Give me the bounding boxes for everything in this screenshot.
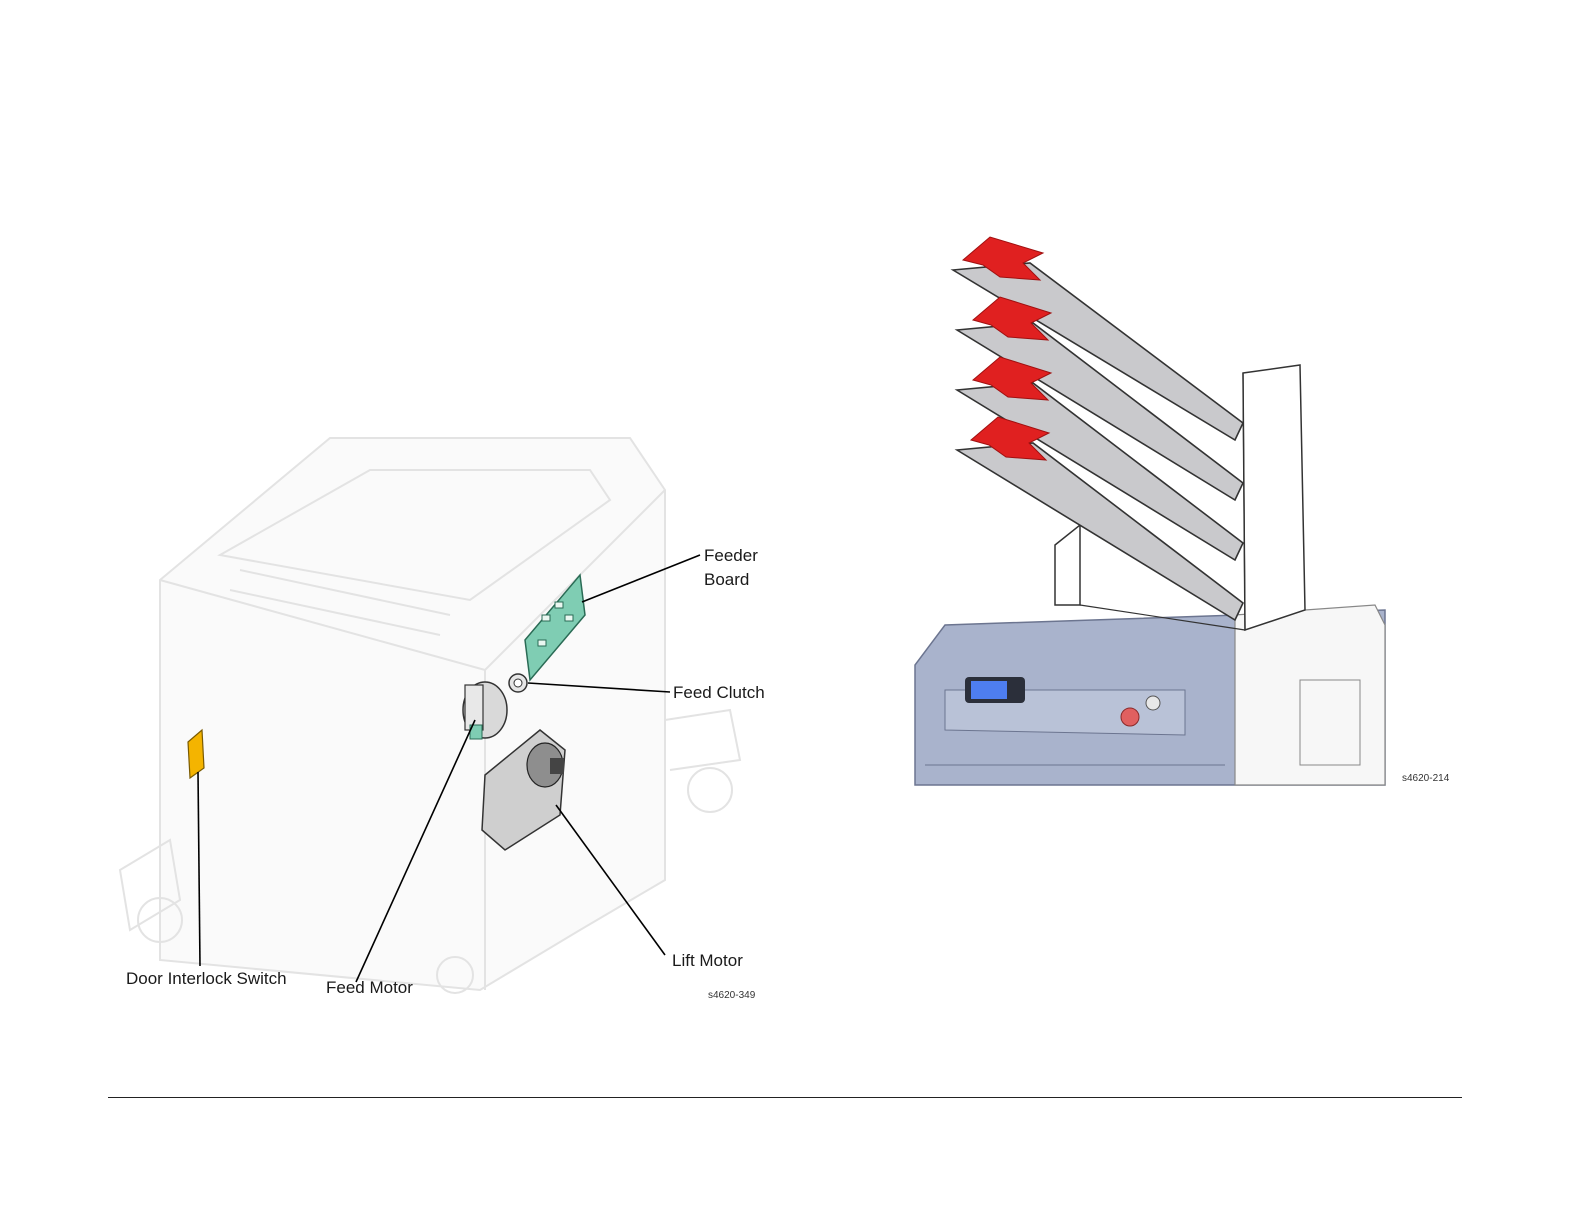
mailbox-trays-svg: s4620-214 [905, 225, 1465, 800]
label-feeder-board-line2: Board [704, 570, 749, 589]
label-lift-motor: Lift Motor [672, 951, 743, 970]
feeder-cabinet-outline [120, 438, 740, 993]
printer-body [915, 605, 1385, 785]
footer-rule [108, 1097, 1462, 1098]
mailbox-trays-diagram: s4620-214 [905, 225, 1465, 800]
label-feed-motor: Feed Motor [326, 978, 413, 997]
feeder-parts-diagram: Feeder Board Feed Clutch Lift Motor Feed… [110, 430, 770, 1010]
feeder-parts-svg: Feeder Board Feed Clutch Lift Motor Feed… [110, 430, 770, 1010]
label-feeder-board-line1: Feeder [704, 546, 758, 565]
label-door-interlock-switch: Door Interlock Switch [126, 969, 287, 988]
feed-clutch [509, 674, 527, 692]
figure-id-left: s4620-349 [708, 990, 756, 1001]
label-feed-clutch: Feed Clutch [673, 683, 765, 702]
figure-id-right: s4620-214 [1402, 773, 1450, 784]
